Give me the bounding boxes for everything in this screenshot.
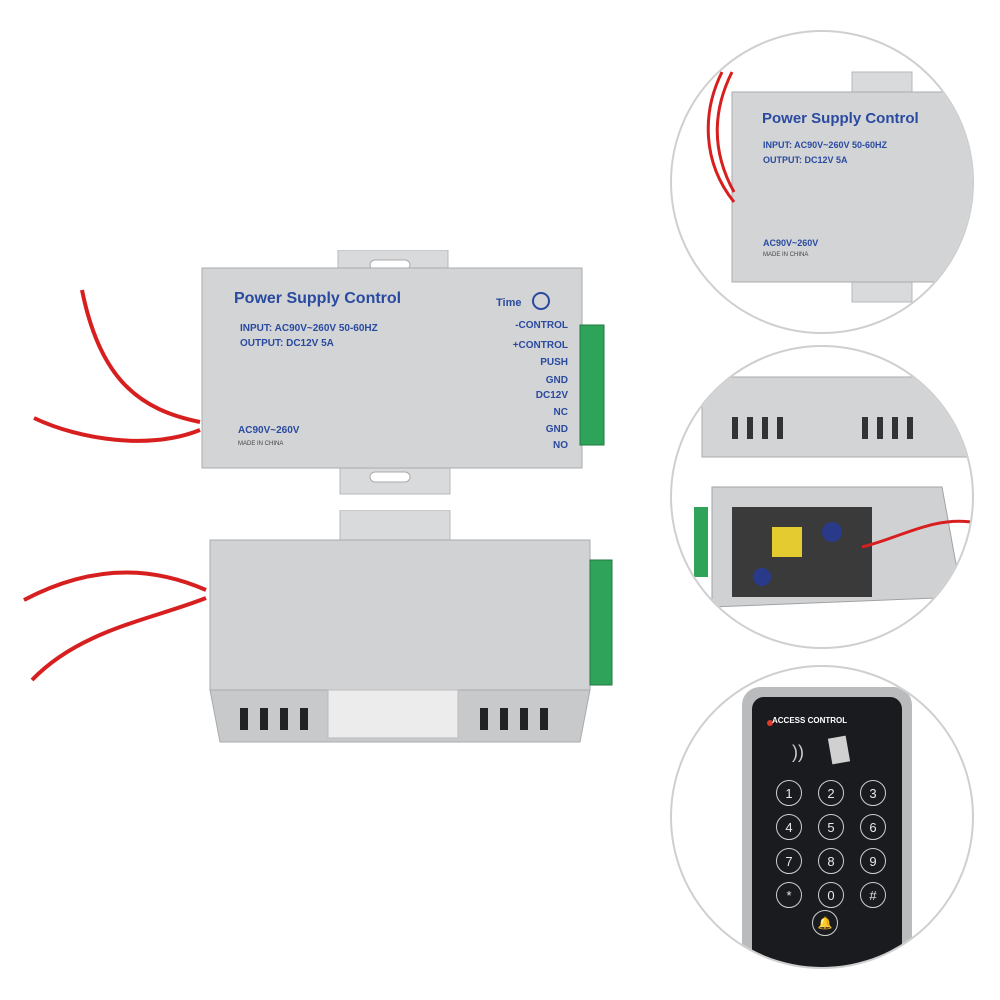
front-output: OUTPUT: DC12V 5A xyxy=(240,338,334,349)
keypad-key[interactable]: 6 xyxy=(860,814,886,840)
rfid-icon: )) xyxy=(792,742,804,762)
closeup-input: INPUT: AC90V~260V 50-60HZ xyxy=(763,140,887,150)
main-unit-back xyxy=(10,510,630,760)
closeup-title: Power Supply Control xyxy=(762,110,919,127)
terminal-label: +CONTROL xyxy=(512,340,568,351)
front-input: INPUT: AC90V~260V 50-60HZ xyxy=(240,323,378,334)
front-ac-range: AC90V~260V xyxy=(238,425,300,436)
main-unit-front xyxy=(20,250,630,500)
main-unit-front-graphic xyxy=(33,250,605,495)
keypad-key[interactable]: 7 xyxy=(776,848,802,874)
terminal-label: DC12V xyxy=(535,390,568,401)
keypad-key[interactable]: # xyxy=(860,882,886,908)
terminal-label: NC xyxy=(553,407,568,418)
terminal-label: PUSH xyxy=(540,357,568,368)
keypad-key[interactable]: 8 xyxy=(818,848,844,874)
keypad-key[interactable]: 9 xyxy=(860,848,886,874)
keypad-grid: 1 2 3 4 5 6 7 8 9 * 0 # xyxy=(776,780,892,908)
keypad-brand: ACCESS CONTROL xyxy=(772,716,848,725)
clock-icon xyxy=(532,292,550,310)
keypad-key[interactable]: 1 xyxy=(776,780,802,806)
front-time-label: Time xyxy=(496,297,522,309)
terminal-label: GND xyxy=(545,375,568,386)
terminal-label: GND xyxy=(545,424,568,435)
front-made-in: MADE IN CHINA xyxy=(238,441,284,447)
closeup-ac-range: AC90V~260V xyxy=(763,238,819,248)
bell-icon[interactable]: 🔔 xyxy=(812,910,838,936)
label-closeup-graphic xyxy=(706,71,972,303)
terminal-label: NO xyxy=(553,440,568,451)
keypad-key[interactable]: 3 xyxy=(860,780,886,806)
internals-graphic xyxy=(694,376,972,608)
closeup-made-in: MADE IN CHINA xyxy=(763,252,809,258)
keypad-key[interactable]: 5 xyxy=(818,814,844,840)
keypad-key[interactable]: 2 xyxy=(818,780,844,806)
main-unit-back-graphic xyxy=(23,510,613,743)
terminal-label: -CONTROL xyxy=(515,320,568,331)
keypad-key[interactable]: * xyxy=(776,882,802,908)
closeup-output: OUTPUT: DC12V 5A xyxy=(763,155,848,165)
keypad-key[interactable]: 0 xyxy=(818,882,844,908)
front-title: Power Supply Control xyxy=(234,290,402,307)
keypad-key[interactable]: 4 xyxy=(776,814,802,840)
detail-internals xyxy=(670,345,974,649)
detail-label-closeup xyxy=(670,30,974,334)
